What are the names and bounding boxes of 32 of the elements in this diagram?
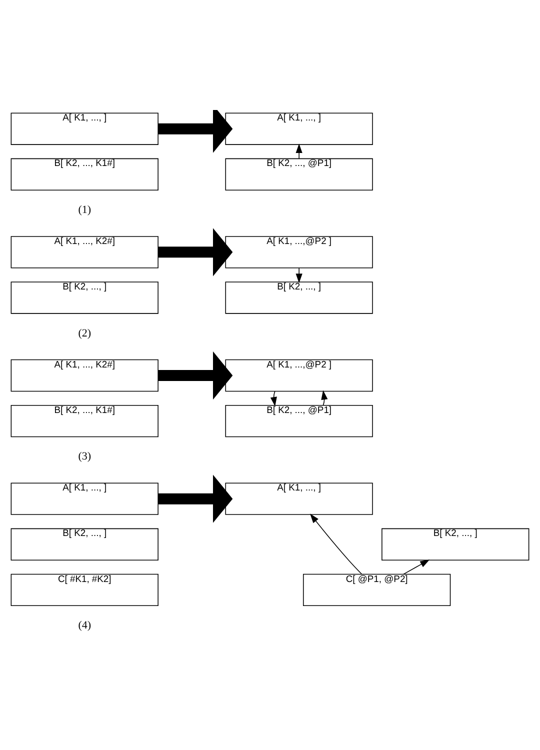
node-box: B[ K2, ..., K1#] (10, 158, 158, 190)
arrow (310, 513, 362, 574)
arrow (158, 110, 233, 152)
node-box: C[ #K1, #K2] (10, 573, 158, 606)
node-box: A[ K1, ...,@P2 ] (225, 236, 373, 268)
label: (4) (78, 619, 92, 632)
node-box: A[ K1, ...,@P2 ] (225, 358, 373, 392)
node-box: A[ K1, ..., ] (10, 112, 158, 144)
node-box: A[ K1, ..., ] (10, 482, 158, 514)
node-box: B[ K2, ..., @P1] (225, 158, 373, 190)
label: (2) (78, 326, 92, 339)
node-box: A[ K1, ..., ] (225, 482, 373, 514)
node-box: B[ K2, ..., K1#] (10, 404, 158, 437)
arrow (321, 390, 328, 406)
label: (3) (78, 450, 92, 462)
node-box: B[ K2, ..., ] (10, 528, 158, 560)
node-box: B[ K2, ..., ] (10, 281, 158, 314)
node-box: B[ K2, ..., ] (382, 528, 530, 560)
arrow (296, 267, 302, 283)
node-box: B[ K2, ..., ] (225, 281, 373, 314)
node-box: B[ K2, ..., @P1] (225, 404, 373, 437)
arrow (158, 228, 233, 276)
arrow (270, 390, 277, 406)
node-box: C[ @P1, @P2] (303, 573, 451, 606)
label: (1) (78, 204, 92, 216)
arrow (158, 350, 233, 400)
node-box: A[ K1, ..., ] (225, 112, 373, 144)
arrow (296, 143, 302, 158)
arrow (403, 559, 430, 574)
node-box: A[ K1, ..., K2#] (10, 236, 158, 268)
node-box: A[ K1, ..., K2#] (10, 358, 158, 392)
arrow (158, 474, 233, 522)
